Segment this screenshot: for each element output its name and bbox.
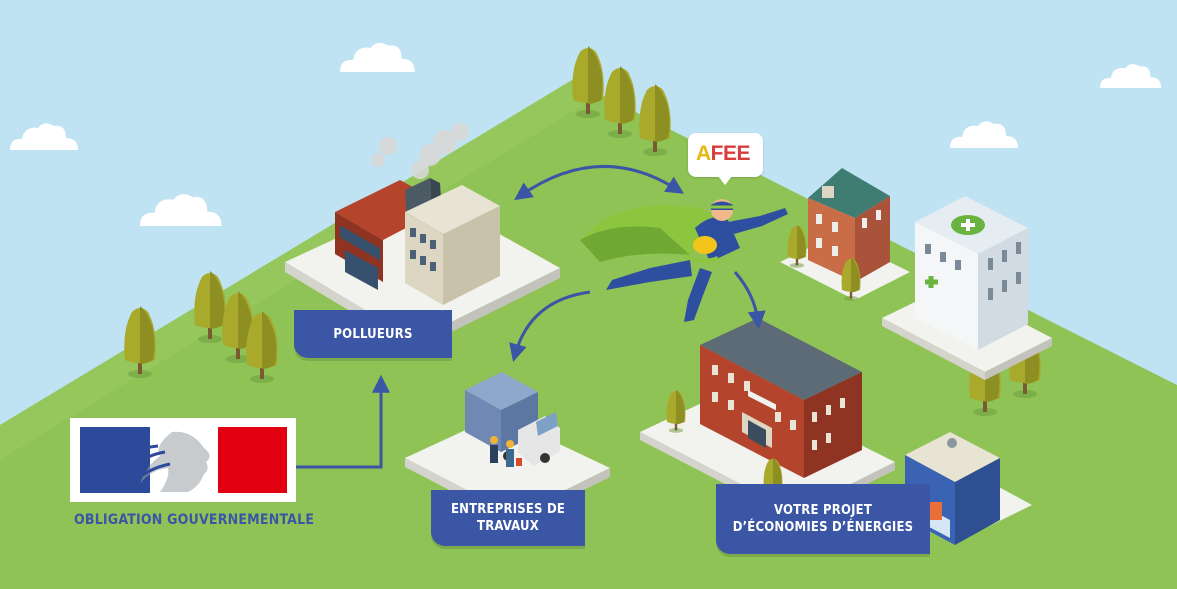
label-pollueurs: POLLUEURS [294,310,452,358]
government-obligation-caption: OBLIGATION GOUVERNEMENTALE [74,512,315,528]
arrow-afee-pollueurs [514,165,685,201]
flow-arrows [296,165,766,469]
arrow-afee-projet [733,271,766,330]
marianne-logo [70,418,296,502]
afee-logo-letter-a: A [696,142,711,165]
label-projet-line1: VOTRE PROJET [773,503,873,518]
superhero-icon [580,199,788,322]
afee-speech-bubble: AFEE [688,133,763,185]
label-projet-line2: D’ÉCONOMIES D’ÉNERGIES [732,520,914,535]
house-icon [780,168,910,300]
pharmacy-icon [882,196,1052,380]
arrow-government-pollueurs [296,374,390,469]
label-entreprises-line1: ENTREPRISES DE [450,502,566,517]
factory-icon [285,123,560,350]
label-entreprises-line2: TRAVAUX [477,519,539,534]
label-votre-projet: VOTRE PROJET D’ÉCONOMIES D’ÉNERGIES [716,484,930,554]
afee-logo-letters: FEE [710,142,751,165]
afee-logo: AFEE [696,142,751,166]
label-pollueurs-text: POLLUEURS [333,326,413,342]
label-entreprises-de-travaux: ENTREPRISES DE TRAVAUX [431,490,585,546]
workers-icon [490,436,522,467]
arrow-afee-travaux [509,290,591,362]
